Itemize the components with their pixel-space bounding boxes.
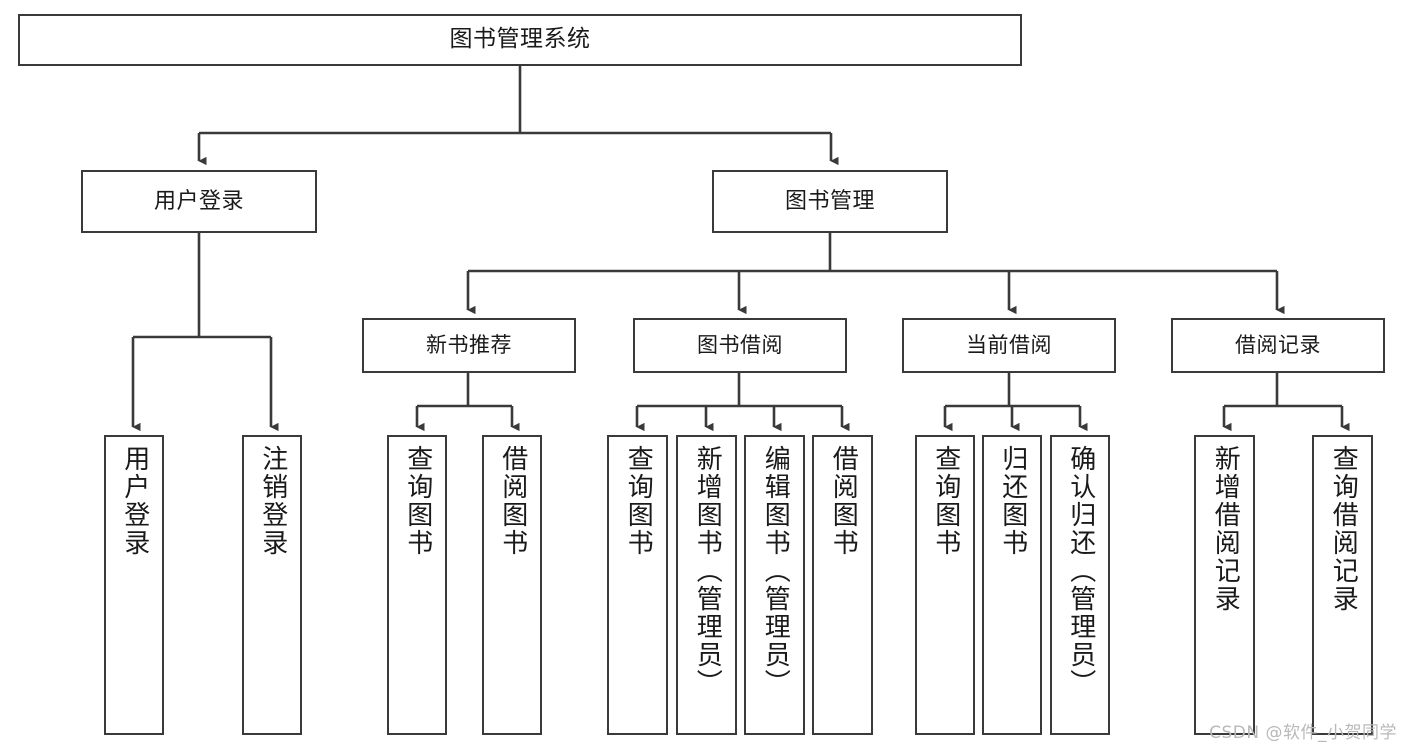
leaf-book-borrow-borrow[interactable]: 借阅图书: [812, 435, 873, 735]
leaf-book-borrow-borrow-label: 借阅图书: [828, 445, 859, 557]
node-new-book-recommend[interactable]: 新书推荐: [362, 318, 576, 373]
leaf-borrow-record-query-label: 查询借阅记录: [1328, 445, 1359, 613]
leaf-new-book-borrow[interactable]: 借阅图书: [482, 435, 542, 735]
node-user-login[interactable]: 用户登录: [81, 170, 317, 233]
leaf-borrow-record-add[interactable]: 新增借阅记录: [1194, 435, 1255, 735]
leaf-borrow-record-add-label: 新增借阅记录: [1210, 445, 1241, 613]
leaf-user-login-login-label: 用户登录: [119, 445, 150, 557]
leaf-book-borrow-edit[interactable]: 编辑图书（管理员）: [744, 435, 805, 735]
leaf-current-borrow-confirm-return[interactable]: 确认归还（管理员）: [1050, 435, 1110, 735]
leaf-current-borrow-query-label: 查询图书: [930, 445, 961, 557]
leaf-user-login-login[interactable]: 用户登录: [104, 435, 164, 735]
leaf-user-login-logout[interactable]: 注销登录: [242, 435, 302, 735]
node-book-borrow[interactable]: 图书借阅: [633, 318, 847, 373]
leaf-current-borrow-return-label: 归还图书: [997, 445, 1028, 557]
leaf-book-borrow-query-label: 查询图书: [623, 445, 654, 557]
leaf-user-login-logout-label: 注销登录: [257, 445, 288, 557]
node-book-management-label: 图书管理: [784, 188, 875, 214]
leaf-book-borrow-add[interactable]: 新增图书（管理员）: [676, 435, 737, 735]
node-book-management[interactable]: 图书管理: [712, 170, 948, 233]
node-user-login-label: 用户登录: [153, 188, 244, 214]
node-root-label: 图书管理系统: [449, 26, 591, 53]
leaf-current-borrow-query[interactable]: 查询图书: [915, 435, 975, 735]
leaf-book-borrow-query[interactable]: 查询图书: [607, 435, 668, 735]
node-borrow-record[interactable]: 借阅记录: [1171, 318, 1385, 373]
node-root[interactable]: 图书管理系统: [18, 14, 1022, 66]
leaf-new-book-query-label: 查询图书: [402, 445, 433, 557]
node-current-borrow[interactable]: 当前借阅: [902, 318, 1116, 373]
leaf-new-book-query[interactable]: 查询图书: [387, 435, 447, 735]
leaf-current-borrow-return[interactable]: 归还图书: [982, 435, 1042, 735]
node-borrow-record-label: 借阅记录: [1235, 333, 1321, 358]
leaf-book-borrow-add-label: 新增图书（管理员）: [692, 445, 723, 697]
leaf-new-book-borrow-label: 借阅图书: [497, 445, 528, 557]
node-book-borrow-label: 图书借阅: [697, 333, 783, 358]
node-current-borrow-label: 当前借阅: [966, 333, 1052, 358]
leaf-current-borrow-confirm-return-label: 确认归还（管理员）: [1065, 445, 1096, 697]
node-new-book-recommend-label: 新书推荐: [426, 333, 512, 358]
leaf-borrow-record-query[interactable]: 查询借阅记录: [1312, 435, 1373, 735]
csdn-watermark: CSDN @软件_小贺同学: [1209, 723, 1397, 743]
leaf-book-borrow-edit-label: 编辑图书（管理员）: [760, 445, 791, 697]
